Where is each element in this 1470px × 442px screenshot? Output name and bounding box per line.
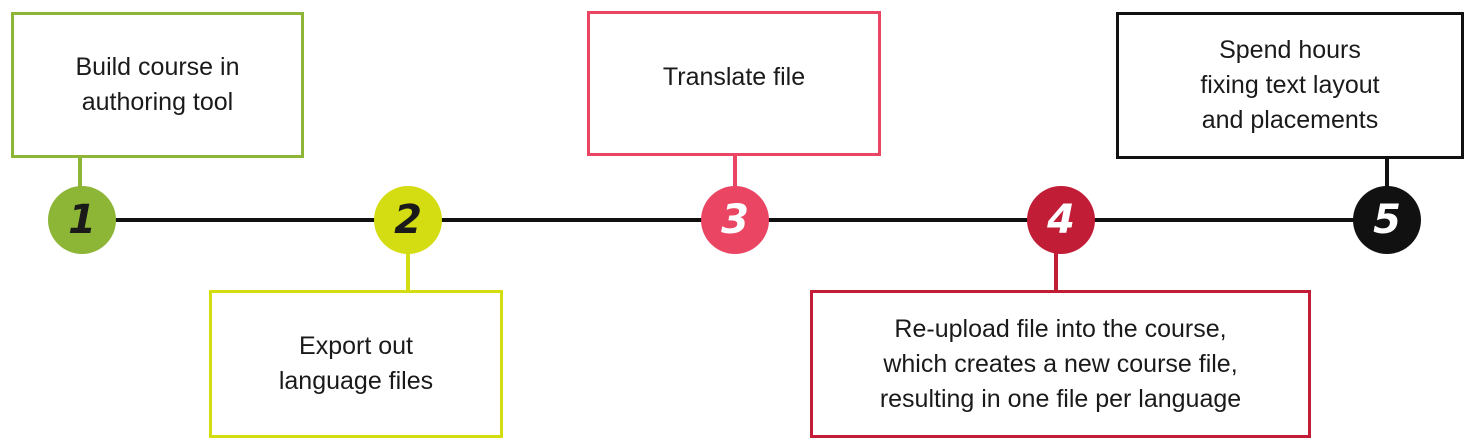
step-3-text: Translate file bbox=[662, 63, 806, 91]
step-2-marker: 2 bbox=[374, 186, 442, 254]
step-2-number: 2 bbox=[394, 197, 422, 243]
step-1-text: Build course in authoring tool bbox=[75, 53, 240, 116]
step-2-connector bbox=[406, 252, 410, 292]
step-4-connector bbox=[1054, 252, 1058, 292]
step-3-connector bbox=[733, 156, 737, 188]
step-3-box: Translate file bbox=[587, 11, 881, 156]
step-2-text: Export out language files bbox=[278, 332, 434, 395]
step-5-number: 5 bbox=[1373, 197, 1401, 243]
step-1-box: Build course in authoring tool bbox=[11, 12, 304, 158]
step-5-connector bbox=[1385, 159, 1389, 188]
step-3-marker: 3 bbox=[701, 186, 769, 254]
step-4-number: 4 bbox=[1047, 197, 1075, 243]
step-1-marker: 1 bbox=[48, 186, 116, 254]
step-2-box: Export out language files bbox=[209, 290, 503, 438]
step-1-connector bbox=[78, 158, 82, 188]
step-1-number: 1 bbox=[68, 197, 96, 243]
step-5-marker: 5 bbox=[1353, 186, 1421, 254]
step-3-number: 3 bbox=[721, 197, 749, 243]
step-5-box: Spend hours fixing text layout and place… bbox=[1116, 12, 1464, 159]
step-4-box: Re-upload file into the course, which cr… bbox=[810, 290, 1311, 438]
step-4-marker: 4 bbox=[1027, 186, 1095, 254]
step-5-text: Spend hours fixing text layout and place… bbox=[1200, 36, 1380, 134]
step-4-text: Re-upload file into the course, which cr… bbox=[879, 314, 1242, 413]
